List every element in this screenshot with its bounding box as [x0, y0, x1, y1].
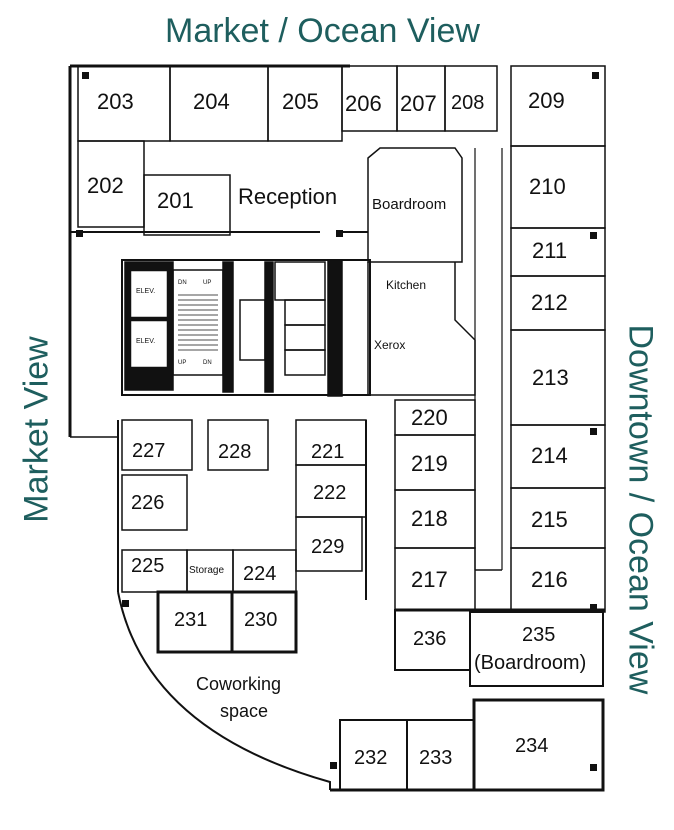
room-235-sublabel: (Boardroom) [474, 652, 587, 674]
room-218-label: 218 [411, 506, 448, 531]
stairs-up-label-2: UP [178, 360, 187, 366]
room-231-label: 231 [174, 609, 208, 631]
core-outline [121, 259, 371, 396]
curved-wall [117, 591, 331, 790]
room-206-label: 206 [345, 91, 382, 116]
room-227-outline [121, 419, 193, 471]
room-224-label: 224 [243, 563, 277, 585]
stairs-up-label-1: UP [203, 280, 212, 286]
room-210-label: 210 [529, 174, 566, 199]
storage-label: Storage [189, 565, 225, 576]
kitchen-outline [367, 262, 476, 396]
elevator-1-label: ELEV. [136, 288, 156, 295]
reception-label: Reception [238, 184, 338, 209]
room-201-outline [143, 174, 231, 236]
room-226-outline [121, 474, 188, 531]
room-226-label: 226 [131, 492, 165, 514]
room-213-label: 213 [532, 365, 569, 390]
xerox-label: Xerox [374, 338, 406, 352]
room-215-label: 215 [531, 507, 568, 532]
room-201-label: 201 [157, 188, 194, 213]
shaft-block [327, 259, 343, 397]
room-228-label: 228 [218, 441, 252, 463]
room-233-label: 233 [419, 747, 453, 769]
room-235-label: 235 [522, 624, 556, 646]
room-209-label: 209 [528, 88, 565, 113]
room-204-label: 204 [193, 89, 230, 114]
room-232-label: 232 [354, 747, 388, 769]
room-225-label: 225 [131, 555, 165, 577]
room-230-outline [230, 590, 298, 654]
coworking-label-line2: space [220, 701, 269, 721]
room-208-label: 208 [451, 92, 485, 114]
stairs-dn-label-2: DN [203, 360, 212, 366]
room-222-label: 222 [313, 482, 347, 504]
room-208-outline [444, 65, 498, 132]
room-236-label: 236 [413, 628, 447, 650]
room-203-label: 203 [97, 89, 134, 114]
room-227-label: 227 [132, 440, 166, 462]
room-221-label: 221 [311, 441, 345, 463]
room-216-label: 216 [531, 567, 568, 592]
room-211-label: 211 [532, 238, 568, 263]
kitchen-label: Kitchen [386, 278, 427, 292]
room-229-outline [295, 516, 363, 572]
room-220-label: 220 [411, 405, 448, 430]
room-212-label: 212 [531, 290, 568, 315]
room-234-outline [472, 698, 605, 792]
room-207-label: 207 [400, 91, 437, 116]
view-label-top: Market / Ocean View [165, 12, 480, 50]
room-234-label: 234 [515, 735, 549, 757]
room-217-label: 217 [411, 567, 448, 592]
elevator-2-label: ELEV. [136, 338, 156, 345]
room-229-label: 229 [311, 536, 345, 558]
room-235-outline [469, 611, 604, 687]
room-205-label: 205 [282, 89, 319, 114]
room-230-label: 230 [244, 609, 278, 631]
room-202-label: 202 [87, 173, 124, 198]
boardroom-label: Boardroom [372, 196, 447, 213]
room-214-label: 214 [531, 443, 568, 468]
stairs-dn-label-1: DN [178, 280, 187, 286]
coworking-label-line1: Coworking [196, 674, 282, 694]
room-228-outline [207, 419, 269, 471]
room-219-label: 219 [411, 451, 448, 476]
